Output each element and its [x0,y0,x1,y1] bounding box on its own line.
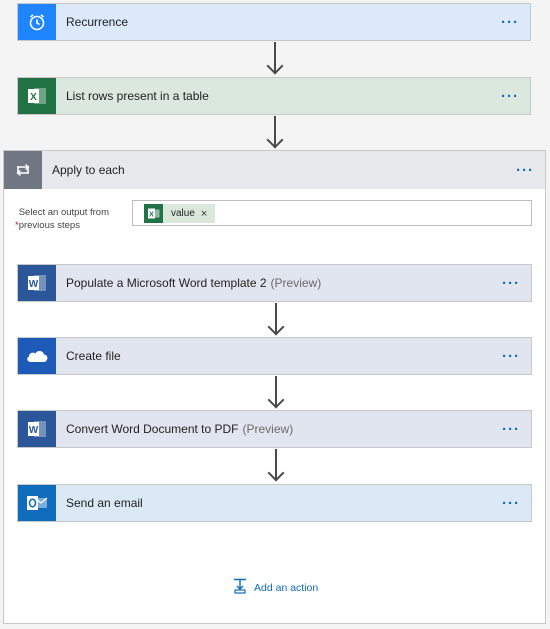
apply-to-each-title: Apply to each [52,163,125,177]
step-title: Convert Word Document to PDF [66,422,239,436]
send-email-card[interactable]: Send an email ··· [17,484,532,522]
alarm-clock-icon [18,4,56,40]
apply-to-each-scope: Apply to each ··· *Select an output from… [3,150,546,624]
connector-arrow [265,42,285,76]
svg-text:W: W [29,279,39,290]
preview-tag: (Preview) [242,422,294,436]
svg-text:X: X [30,92,37,103]
connector-arrow [266,376,286,410]
excel-icon: X [144,204,163,223]
convert-word-to-pdf-card[interactable]: W Convert Word Document to PDF(Preview) … [17,410,532,448]
outlook-icon [18,485,56,521]
more-options-button[interactable]: ··· [502,420,520,438]
more-options-button[interactable]: ··· [502,347,520,365]
list-rows-card[interactable]: X List rows present in a table ··· [17,77,531,115]
select-output-input[interactable]: X value × [132,200,532,226]
word-icon: W [18,411,56,447]
step-title: Send an email [66,496,143,510]
svg-text:W: W [29,425,39,436]
add-action-label: Add an action [254,581,319,594]
add-action-button[interactable]: Add an action [232,578,318,597]
create-file-card[interactable]: Create file ··· [17,337,532,375]
select-output-label: *Select an output from previous steps [15,207,110,231]
more-options-button[interactable]: ··· [502,494,520,512]
apply-to-each-header[interactable]: Apply to each ··· [4,151,545,189]
more-options-button[interactable]: ··· [501,87,519,105]
step-title: Populate a Microsoft Word template 2 [66,276,267,290]
token-label: value [171,208,195,219]
add-action-icon [232,578,248,597]
excel-icon: X [18,78,56,114]
connector-arrow [266,449,286,483]
recurrence-card[interactable]: Recurrence ··· [17,3,531,41]
connector-arrow [266,303,286,337]
onedrive-icon [18,338,56,374]
more-options-button[interactable]: ··· [502,274,520,292]
value-token[interactable]: X value × [144,204,216,223]
token-remove-button[interactable]: × [200,207,208,220]
loop-icon [4,151,42,189]
recurrence-title: Recurrence [66,15,129,29]
step-title: Create file [66,349,121,363]
preview-tag: (Preview) [270,276,322,290]
populate-word-template-card[interactable]: W Populate a Microsoft Word template 2(P… [17,264,532,302]
svg-text:X: X [149,212,154,219]
word-icon: W [18,265,56,301]
more-options-button[interactable]: ··· [501,13,519,31]
more-options-button[interactable]: ··· [516,161,534,179]
list-rows-title: List rows present in a table [66,89,209,103]
connector-arrow [265,116,285,150]
